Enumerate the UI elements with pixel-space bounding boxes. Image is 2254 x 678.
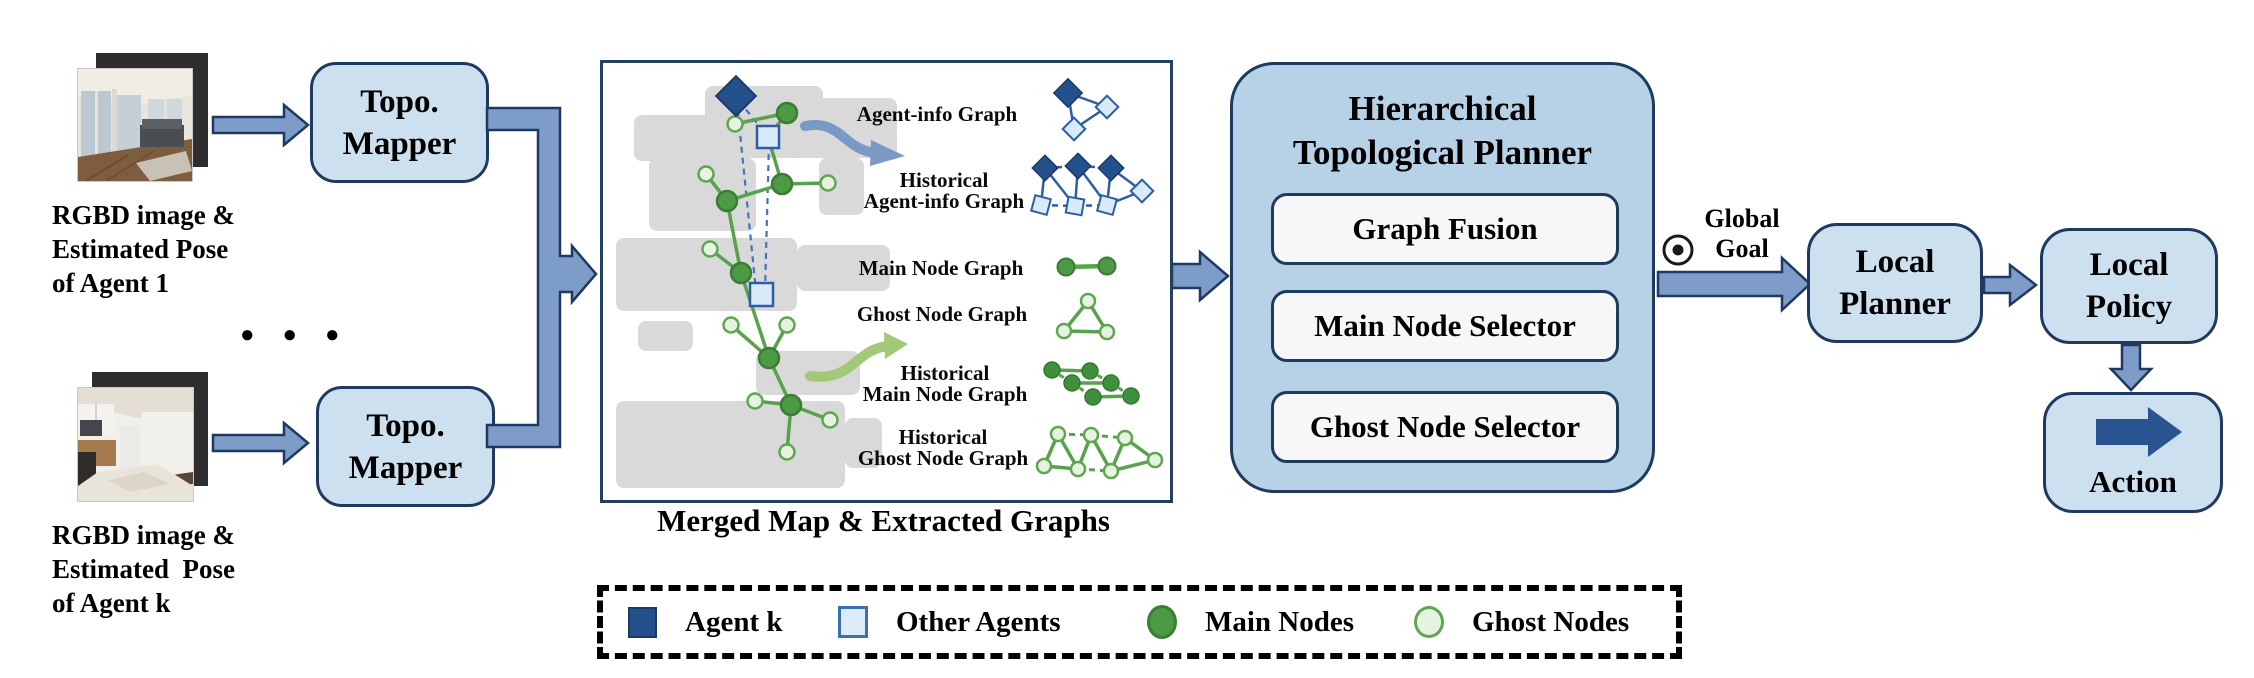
label-historical-main-node-graph: Historical Main Node Graph — [862, 361, 1028, 406]
legend-item-main-nodes: Main Nodes — [1147, 591, 1354, 653]
other-agents-swatch-icon — [838, 606, 868, 638]
agent-info-graph-glyph — [1052, 77, 1120, 142]
arrow-agent1-to-mapper — [211, 102, 310, 148]
action-label: Action — [2089, 464, 2177, 499]
historical-ghost-node-graph-glyph — [1035, 425, 1164, 480]
agentk-caption-line2: Estimated Pose — [52, 554, 235, 584]
main-nodes — [715, 101, 803, 417]
agent-k-swatch-icon — [628, 606, 657, 638]
main-nodes-swatch-icon — [1147, 605, 1177, 639]
planner-title: Hierarchical Topological Planner — [1292, 89, 1593, 172]
global-goal-icon — [1662, 234, 1694, 266]
topo-mapper-top-box: Topo. Mapper — [310, 62, 489, 183]
topo-mapper-bottom-line1: Topo. — [366, 407, 445, 444]
arrow-globalgoal-to-localplanner — [1656, 255, 1812, 313]
arrow-localplanner-to-localpolicy — [1982, 262, 2039, 308]
hierarchical-topological-planner-box: Hierarchical Topological Planner Graph F… — [1230, 62, 1655, 493]
agents-ellipsis: ● ● ● — [240, 322, 351, 348]
label-historical-ghost-node-graph: Historical Ghost Node Graph — [857, 425, 1029, 470]
topo-mapper-top-line1: Topo. — [360, 83, 439, 120]
arrow-map-to-planner — [1170, 249, 1230, 303]
label-agent-info-graph: Agent-info Graph — [856, 102, 1018, 126]
map-caption: Merged Map & Extracted Graphs — [657, 503, 1110, 538]
global-goal-label: Global Goal — [1704, 204, 1780, 263]
agent1-caption: RGBD image & Estimated Pose of Agent 1 — [52, 198, 332, 300]
topo-mapper-top-line2: Mapper — [342, 125, 457, 162]
label-ghost-node-graph: Ghost Node Graph — [856, 302, 1028, 326]
action-box: Action — [2043, 392, 2223, 513]
main-node-selector-module: Main Node Selector — [1271, 290, 1619, 362]
local-policy-box: Local Policy — [2040, 228, 2218, 344]
agent1-rgbd-photo — [77, 68, 193, 182]
agentk-caption: RGBD image & Estimated Pose of Agent k — [52, 518, 332, 620]
arrow-localpolicy-to-action — [2108, 343, 2154, 392]
legend-item-agent-k: Agent k — [628, 591, 782, 653]
agentk-caption-line1: RGBD image & — [52, 520, 235, 550]
agent-k-diamond — [714, 74, 758, 118]
green-curved-arrow — [805, 332, 908, 382]
agentk-rgbd-photo — [77, 387, 194, 502]
agent1-caption-line3: of Agent 1 — [52, 268, 169, 298]
ghost-nodes — [697, 115, 839, 461]
legend-item-ghost-nodes: Ghost Nodes — [1414, 591, 1629, 653]
agent1-caption-line2: Estimated Pose — [52, 234, 229, 264]
legend-item-other-agents: Other Agents — [838, 591, 1061, 653]
ghost-node-graph-glyph — [1055, 292, 1116, 341]
main-node-graph-glyph — [1056, 256, 1117, 277]
arrow-agentk-to-mapper — [211, 420, 310, 466]
merged-map-graphic — [616, 74, 1164, 488]
merge-connector-arrow — [485, 106, 598, 449]
agent1-caption-line1: RGBD image & — [52, 200, 235, 230]
kitchen-image — [78, 388, 193, 501]
label-historical-agent-info-graph: Historical Agent-info Graph — [863, 168, 1025, 213]
graph-fusion-module: Graph Fusion — [1271, 193, 1619, 265]
merged-map-panel: Agent-info Graph Historical Agent-info G… — [600, 60, 1173, 503]
topo-mapper-bottom-box: Topo. Mapper — [316, 386, 495, 507]
living-room-image — [78, 69, 192, 181]
local-planner-box: Local Planner — [1807, 223, 1983, 343]
action-arrow-icon — [2096, 407, 2182, 457]
blue-curved-arrow — [800, 119, 905, 166]
ghost-nodes-swatch-icon — [1414, 606, 1444, 638]
agentk-caption-line3: of Agent k — [52, 588, 171, 618]
topo-mapper-bottom-line2: Mapper — [348, 449, 463, 486]
historical-agent-info-graph-glyph — [1029, 152, 1155, 217]
ghost-node-selector-module: Ghost Node Selector — [1271, 391, 1619, 463]
historical-main-node-graph-glyph — [1043, 361, 1140, 406]
other-agent-squares — [748, 124, 781, 308]
label-main-node-graph: Main Node Graph — [858, 256, 1024, 280]
legend: Agent k Other Agents Main Nodes Ghost No… — [597, 585, 1682, 659]
